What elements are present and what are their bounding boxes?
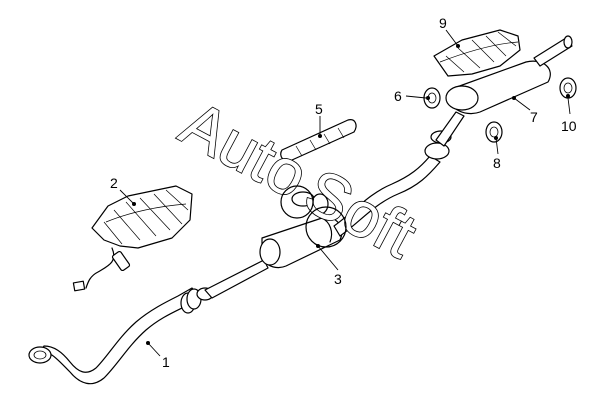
front-pipe <box>28 287 214 385</box>
callout-7: 7 <box>512 96 538 125</box>
callout-label-3: 3 <box>334 271 342 287</box>
callout-8: 8 <box>493 136 501 171</box>
center-muffler <box>259 216 343 269</box>
callout-label-8: 8 <box>493 155 501 171</box>
callout-9: 9 <box>439 15 460 48</box>
callout-label-5: 5 <box>315 101 323 117</box>
callout-3: 3 <box>316 244 342 287</box>
rear-inlet-pipe <box>435 111 465 147</box>
callout-label-1: 1 <box>162 354 170 370</box>
callout-label-9: 9 <box>439 15 447 31</box>
front-heat-shield <box>72 185 193 292</box>
callout-2: 2 <box>110 175 136 206</box>
callout-1: 1 <box>146 341 170 370</box>
callout-label-10: 10 <box>561 118 577 134</box>
callout-label-6: 6 <box>394 88 402 104</box>
callout-10: 10 <box>561 94 577 134</box>
callout-label-2: 2 <box>110 175 118 191</box>
intermediate-pipe <box>204 259 269 299</box>
rubber-hanger-center <box>485 121 503 143</box>
callout-6: 6 <box>394 88 430 104</box>
rear-muffler <box>445 35 573 115</box>
watermark-soft: Soft <box>293 155 428 272</box>
center-heat-shield <box>280 119 357 162</box>
rear-heat-shield <box>433 29 521 77</box>
callout-label-7: 7 <box>530 109 538 125</box>
callout-5: 5 <box>315 101 323 138</box>
